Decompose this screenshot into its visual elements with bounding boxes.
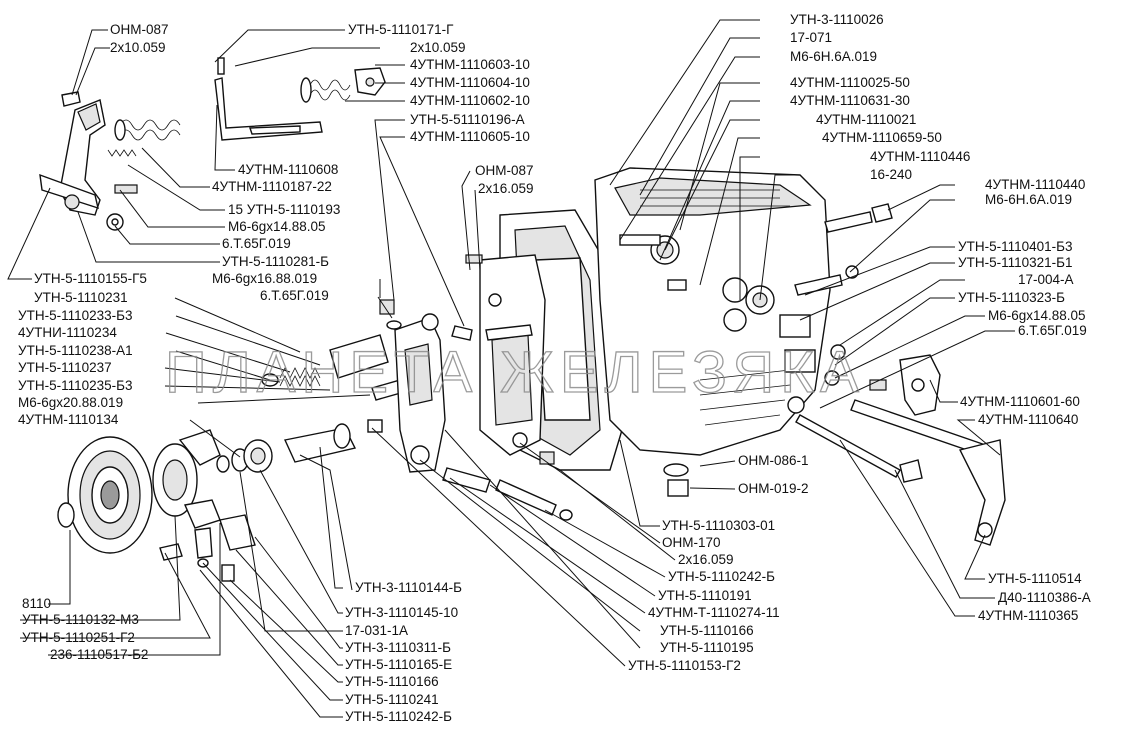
- label-bl-3: УТН-5-1110251-Г2: [22, 630, 135, 645]
- label-r-8: 6.Т.65Г.019: [1018, 323, 1087, 338]
- label-ml-3: 4УТНИ-1110234: [18, 325, 117, 340]
- label-bm-1: УТН-3-1110144-Б: [355, 580, 462, 595]
- label-bl-4: 236-1110517-Б2: [50, 647, 148, 662]
- label-bc-4: УТН-5-1110242-Б: [668, 569, 775, 584]
- label-bc-5: УТН-5-1110191: [658, 588, 752, 603]
- label-br-3: 4УТНМ-1110365: [978, 608, 1078, 623]
- label-bl-2: УТН-5-1110132-М3: [22, 612, 139, 627]
- label-ml-8: 4УТНМ-1110134: [18, 412, 119, 427]
- label-mc-1: ОНМ-087: [475, 163, 534, 178]
- label-r-5: 17-004-А: [1018, 272, 1074, 287]
- label-tc-7: 4УТНМ-1110605-10: [410, 129, 530, 144]
- label-bc-9: УТН-5-1110153-Г2: [628, 658, 741, 673]
- label-bm-3: 17-031-1А: [345, 623, 408, 638]
- label-tr-8: 4УТНМ-1110446: [870, 149, 970, 164]
- label-tl-3: 15 УТН-5-1110193: [228, 202, 340, 217]
- label-tl-5: 6.Т.65Г.019: [222, 236, 291, 251]
- label-bm-6: УТН-5-1110166: [345, 674, 439, 689]
- label-ml-1: УТН-5-1110231: [34, 290, 128, 305]
- label-bc-8: УТН-5-1110195: [660, 640, 754, 655]
- label-mr-2: ОНМ-019-2: [738, 481, 809, 496]
- label-tr-1: УТН-3-1110026: [790, 12, 884, 27]
- label-r-2: М6-6Н.6А.019: [985, 192, 1072, 207]
- label-r-7: М6-6gх14.88.05: [988, 308, 1086, 323]
- label-tr-5: 4УТНМ-1110631-30: [790, 93, 910, 108]
- label-mr-1: ОНМ-086-1: [738, 453, 809, 468]
- label-top-1: ОНМ-087: [110, 22, 169, 37]
- label-ml-6: УТН-5-1110235-Б3: [18, 378, 133, 393]
- label-tc-2: 2х10.059: [410, 40, 466, 55]
- label-bc-6: 4УТНМ-Т-1110274-11: [648, 605, 780, 620]
- label-tl-2: 4УТНМ-1110187-22: [212, 179, 332, 194]
- label-tl-6: УТН-5-1110281-Б: [222, 254, 329, 269]
- label-bc-2: ОНМ-170: [662, 535, 721, 550]
- label-r-6: УТН-5-1110323-Б: [958, 290, 1065, 305]
- label-tr-7: 4УТНМ-1110659-50: [822, 130, 942, 145]
- label-bm-4: УТН-3-1110311-Б: [345, 640, 451, 655]
- label-r-9: 4УТНМ-1110601-60: [960, 394, 1080, 409]
- label-ml-4: УТН-5-1110238-А1: [18, 343, 133, 358]
- label-tl-1: 4УТНМ-1110608: [238, 162, 338, 177]
- label-mc-2: 2х16.059: [478, 181, 534, 196]
- label-tr-2: 17-071: [790, 30, 832, 45]
- label-tc-5: 4УТНМ-1110602-10: [410, 93, 530, 108]
- label-tr-4: 4УТНМ-1110025-50: [790, 75, 910, 90]
- label-bm-2: УТН-3-1110145-10: [345, 605, 458, 620]
- label-tl-7: УТН-5-1110155-Г5: [34, 271, 147, 286]
- label-r-1: 4УТНМ-1110440: [985, 177, 1085, 192]
- label-tr-3: М6-6Н.6А.019: [790, 49, 877, 64]
- label-tr-9: 16-240: [870, 167, 912, 182]
- label-bc-7: УТН-5-1110166: [660, 623, 754, 638]
- label-tl-9: 6.Т.65Г.019: [260, 288, 329, 303]
- label-br-1: УТН-5-1110514: [988, 571, 1082, 586]
- label-bm-8: УТН-5-1110242-Б: [345, 709, 452, 724]
- label-r-10: 4УТНМ-1110640: [978, 412, 1078, 427]
- label-tl-8: М6-6gх16.88.019: [212, 271, 317, 286]
- label-tc-1: УТН-5-1110171-Г: [348, 22, 454, 37]
- label-tc-4: 4УТНМ-1110604-10: [410, 75, 530, 90]
- label-bm-5: УТН-5-1110165-Е: [345, 657, 452, 672]
- label-ml-5: УТН-5-1110237: [18, 360, 112, 375]
- label-ml-2: УТН-5-1110233-Б3: [18, 308, 133, 323]
- label-bm-7: УТН-5-1110241: [345, 692, 439, 707]
- leader-lines: [7, 19, 1015, 718]
- label-tc-6: УТН-5-51110196-А: [410, 112, 525, 127]
- label-br-2: Д40-1110386-А: [998, 590, 1091, 605]
- label-top-2: 2х10.059: [110, 40, 166, 55]
- label-ml-7: М6-6gх20.88.019: [18, 395, 123, 410]
- parts-illustration: [39, 57, 1006, 582]
- label-bc-1: УТН-5-1110303-01: [662, 518, 775, 533]
- part-labels: ОНМ-087 2х10.059 УТН-5-1110171-Г 2х10.05…: [18, 12, 1091, 724]
- watermark-text: ПЛАНЕТА ЖЕЛЕЗЯКА: [165, 340, 865, 405]
- label-r-3: УТН-5-1110401-Б3: [958, 239, 1073, 254]
- label-tr-6: 4УТНМ-1110021: [816, 112, 916, 127]
- label-bl-1: 8110: [22, 596, 51, 611]
- label-r-4: УТН-5-1110321-Б1: [958, 255, 1073, 270]
- label-tl-4: М6-6gх14.88.05: [228, 219, 326, 234]
- label-tc-3: 4УТНМ-1110603-10: [410, 57, 530, 72]
- label-bc-3: 2х16.059: [678, 552, 734, 567]
